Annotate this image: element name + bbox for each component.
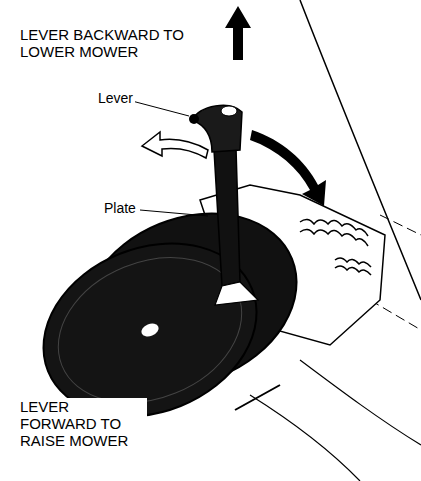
instruction-note: LEVER BACKWARD TO LOWER MOWER — [18, 26, 192, 62]
lever-knob — [189, 114, 199, 124]
lever-button — [221, 106, 237, 116]
lever-handle — [214, 148, 240, 286]
hidden-line — [380, 215, 421, 235]
leader-line — [140, 210, 208, 216]
deck-edge — [250, 395, 360, 481]
instruction-note: LEVER FORWARD TO RAISE MOWER — [18, 398, 147, 450]
pull-up-arrow — [225, 6, 251, 60]
height-notches — [300, 219, 371, 275]
hub-hole — [139, 321, 160, 339]
backward-arrow — [142, 132, 208, 158]
leader-line — [132, 101, 189, 116]
forward-arrow — [250, 130, 326, 206]
deck-edge — [300, 360, 421, 445]
part-name: Lever — [96, 90, 135, 108]
part-name: Plate — [102, 200, 138, 218]
lever-base — [215, 282, 258, 305]
hidden-line — [370, 300, 421, 330]
